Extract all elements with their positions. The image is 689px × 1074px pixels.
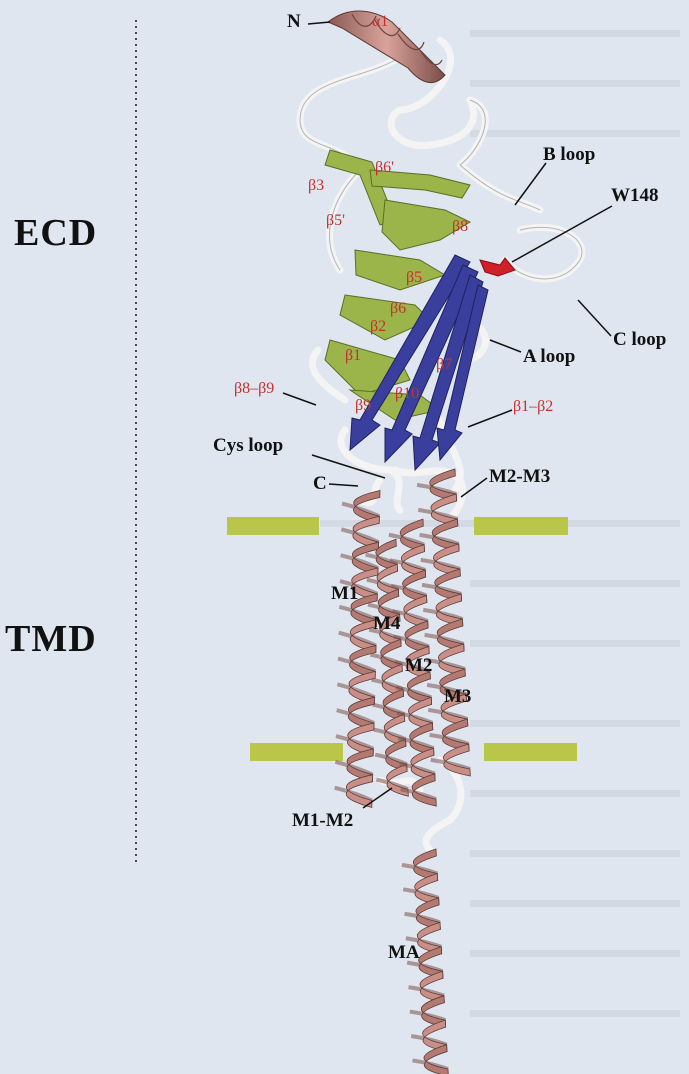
membrane-bar-upper-right [474,517,568,535]
cys-loop-label: Cys loop [213,436,283,455]
helix-alpha1-label: α1 [372,14,388,30]
helix-m3-label: M3 [444,687,471,706]
b-loop-label: B loop [543,145,595,164]
w148-label: W148 [611,186,659,205]
m1-m2-loop-label: M1-M2 [292,811,353,830]
loop-b8-b9-label: β8–β9 [234,381,274,397]
tmd-domain-label: TMD [5,620,97,658]
helix-ma-label: MA [388,943,420,962]
c-loop-label: C loop [613,330,666,349]
strand-b6-label: β6 [390,301,406,317]
ecd-domain-label: ECD [14,214,97,252]
c-terminus-label: C [313,474,327,493]
strand-b3-label: β3 [308,178,324,194]
n-terminus-label: N [287,12,301,31]
strand-b7-label: β7 [436,357,452,373]
strand-b10-label: β10 [395,386,419,402]
strand-b6p-label: β6' [375,160,394,176]
helix-m2-label: M2 [405,656,432,675]
strand-b8-label: β8 [452,219,468,235]
m2-m3-loop-label: M2-M3 [489,467,550,486]
membrane-bar-upper-left [227,517,319,535]
strand-b5-label: β5 [406,270,422,286]
helix-m4-label: M4 [373,614,400,633]
helix-m1-label: M1 [331,584,358,603]
strand-b5p-label: β5' [326,213,345,229]
strand-b1-label: β1 [345,348,361,364]
a-loop-label: A loop [523,347,575,366]
loop-b1-b2-label: β1–β2 [513,399,553,415]
membrane-bar-lower-right [484,743,577,761]
strand-b2-label: β2 [370,319,386,335]
strand-b9-label: β9 [355,398,371,414]
membrane-bar-lower-left [250,743,343,761]
